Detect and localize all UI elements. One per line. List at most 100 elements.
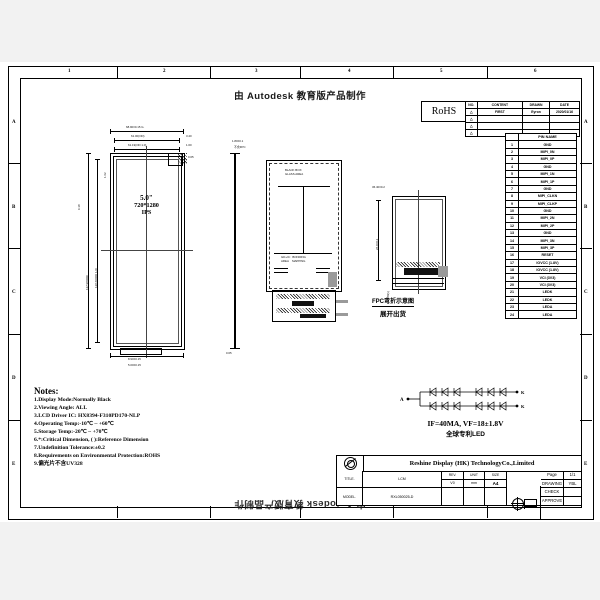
note-item: 7.Undefinition Tolerance:±0.2 <box>34 444 105 451</box>
revision-no-1: △ <box>465 108 478 116</box>
pin-number: 9 <box>505 199 519 208</box>
notes-title: Notes: <box>34 386 59 396</box>
dim-front-top-1: 68.90±0.15 G. <box>126 125 145 129</box>
drawing-value: YBL <box>564 480 581 488</box>
zone-tick <box>580 163 592 164</box>
rev-value: V0 <box>442 479 464 488</box>
dim-side-1: 1.80±0.1 <box>232 139 244 143</box>
pin-name: VCI (3V3) <box>518 280 577 290</box>
page-value: 1/1 <box>564 471 581 480</box>
pin-name: MIPI_1N <box>518 169 577 179</box>
zone-label-left-a: A <box>12 120 16 125</box>
zone-label-top-1: 1 <box>68 69 71 74</box>
zone-label-top-4: 4 <box>348 69 351 74</box>
zone-label-right-b: B <box>584 205 588 210</box>
pin-number: 14 <box>505 236 519 245</box>
zone-tick <box>8 248 20 249</box>
approve-value <box>564 497 581 506</box>
pin-number: 11 <box>505 214 519 223</box>
front-bottom-detail <box>120 348 162 355</box>
back-inner-dashed <box>269 163 339 289</box>
pin-name: LEDA <box>518 302 577 312</box>
rev-label: REV. <box>442 471 464 480</box>
back-outline <box>266 160 342 292</box>
zone-tick <box>117 506 118 518</box>
dim-right-2: 26.0±0.2 <box>375 238 379 250</box>
zone-tick <box>300 66 301 78</box>
pin-table-header: PIN NAME <box>505 132 577 142</box>
revision-drawn-3 <box>522 122 550 130</box>
zone-tick <box>393 66 394 78</box>
revision-content-2 <box>476 115 524 123</box>
fpc-bend-connector <box>404 268 438 275</box>
revision-table: NO. CONTENT DRAWN DATE △ FIRST Eyron 202… <box>465 101 580 137</box>
back-ic-block <box>328 272 337 287</box>
pin-name: GND <box>518 140 577 149</box>
note-item: 4.Operating Temp:-10℃ ~ +60℃ <box>34 420 114 427</box>
note-item: 6.*:Critical Dimension, ( ):Reference Di… <box>34 436 149 443</box>
zone-tick <box>8 163 20 164</box>
autodesk-watermark-top: 由 Autodesk 教育版产品制作 <box>234 91 366 102</box>
unit-label: UNIT <box>464 471 485 480</box>
zone-tick <box>393 506 394 518</box>
revision-no-4: △ <box>465 129 478 137</box>
dim-front-left-3: 9.18 <box>77 204 81 210</box>
table-row: △ FIRST Eyron 2020/01/16 <box>465 108 580 116</box>
back-fpc-tail <box>272 290 336 322</box>
revision-no-2: △ <box>465 115 478 123</box>
pin-number: 18 <box>505 266 519 275</box>
fpc-bend-stiffener <box>438 266 448 277</box>
zone-tick <box>117 66 118 78</box>
pin-number: 10 <box>505 206 519 216</box>
pin-name: MIPI_3N <box>518 236 577 245</box>
pin-number: 21 <box>505 288 519 297</box>
zone-tick <box>580 334 592 335</box>
panel-resolution: 720*1280 <box>134 202 159 209</box>
led-circuit-block: A K K IF <box>398 387 533 438</box>
zone-tick <box>487 66 488 78</box>
revision-drawn-1: Eyron <box>522 108 550 116</box>
pin-name: LEDK <box>518 295 577 305</box>
title-value: LCM <box>363 471 442 488</box>
fpc-pad-row-1 <box>276 294 330 299</box>
panel-size: 5.0" <box>140 194 153 202</box>
side-profile <box>234 153 236 348</box>
zone-tick <box>210 506 211 518</box>
panel-spec-block: 5.0" 720*1280 IPS <box>116 194 177 216</box>
pin-number: 22 <box>505 295 519 305</box>
zone-label-left-b: B <box>12 205 16 210</box>
title-block-grid: TITLE. LCM REV. V0 UNIT mm SIZE A4 MODEL… <box>337 471 581 520</box>
note-item: 1.Display Mode:Normally Black <box>34 397 111 403</box>
dim-front-left-4: 1.62 <box>103 172 107 178</box>
zone-label-right-e: E <box>584 462 588 467</box>
pin-name: RESET <box>518 251 577 260</box>
title-block: Reshine Display (HK) TechnologyCo.,Limit… <box>336 455 582 520</box>
size-value: A4 <box>485 479 507 488</box>
zone-label-left-e: E <box>12 462 16 467</box>
zone-label-right-d: D <box>584 376 588 381</box>
pin-number: 17 <box>505 258 519 268</box>
pin-number: 13 <box>505 229 519 238</box>
model-value: RXL050025-D <box>363 488 442 505</box>
table-row: △ <box>465 122 580 130</box>
rohs-badge: RoHS <box>421 101 467 122</box>
revision-header-no: NO. <box>465 101 478 109</box>
check-label: CHECK <box>541 488 564 497</box>
revision-date-1: 2020/01/16 <box>549 108 580 116</box>
zone-label-right-a: A <box>584 120 588 125</box>
zone-label-left-c: C <box>12 290 16 295</box>
svg-text:K: K <box>521 404 525 409</box>
